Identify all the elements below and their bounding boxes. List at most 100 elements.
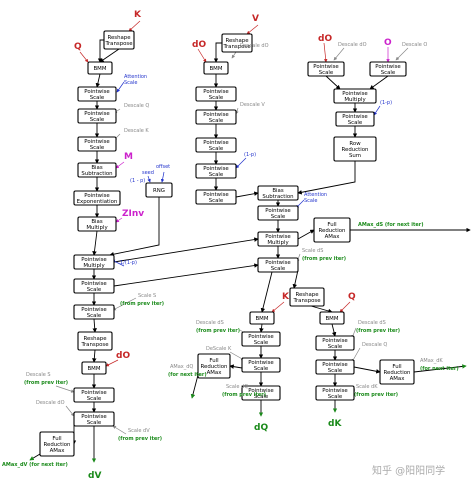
- node-label: Pointwise: [342, 91, 368, 97]
- node-box: [73, 254, 115, 270]
- annotation-descale-do: Descale dO: [36, 400, 65, 406]
- node-box: [81, 361, 107, 375]
- annotation-for-next-iter-1: (for next iter): [168, 372, 207, 378]
- node-label: Exponentiation: [77, 199, 118, 205]
- node-box: [307, 61, 345, 77]
- node-box: [77, 331, 113, 351]
- annotation-attention-scale-2: Attention: [304, 192, 327, 198]
- node-box: [257, 231, 299, 247]
- node-label: BMM: [87, 366, 100, 372]
- node-box: [195, 137, 237, 153]
- arrow-scale-s: [112, 297, 137, 311]
- node-label: Reduction: [319, 228, 346, 234]
- annotation-from-prev-iter-4: (from prev iter): [302, 256, 346, 262]
- node-label: Pointwise: [265, 260, 291, 266]
- edge-c1-reshape2-to-c1-bmm2: [92, 349, 97, 363]
- node-box: [73, 304, 115, 320]
- input-k-lower: K: [282, 292, 290, 302]
- node-box: [257, 205, 299, 221]
- input-zinv: ZInv: [122, 209, 144, 219]
- node-box: [197, 353, 231, 379]
- node-label: Scale: [254, 340, 269, 346]
- node-label: Pointwise: [248, 388, 274, 394]
- node-label: BMM: [93, 66, 106, 72]
- annotation-descale-ds-2: Descale dS: [358, 320, 386, 326]
- node-box: [335, 111, 375, 127]
- node-label: Scale: [209, 198, 224, 204]
- arrow-input-v-top: [246, 24, 259, 35]
- node-label: Transpose: [292, 298, 321, 304]
- node-box: [73, 411, 115, 427]
- node-box: [103, 30, 135, 50]
- annotation-scale-dv: Scale dV: [128, 428, 150, 434]
- annotation-amax-dq: AMax_dQ: [170, 364, 193, 370]
- node-c2-bmm: BMM: [203, 61, 229, 75]
- edge-mul2-to-amax: [297, 229, 315, 240]
- node-label: Scale: [90, 95, 105, 101]
- edge-amax-dk-out: [413, 364, 467, 373]
- arrow-attention-scale: [116, 81, 125, 93]
- node-label: Pointwise: [81, 307, 107, 313]
- annotation-descale-ds: Descale dS: [196, 320, 224, 326]
- node-box: [241, 385, 281, 401]
- node-box: [333, 136, 377, 162]
- node-label: Pointwise: [84, 89, 110, 95]
- node-label: Scale: [209, 146, 224, 152]
- node-box: [315, 359, 355, 375]
- node-box: [315, 335, 355, 351]
- node-label: Pointwise: [81, 257, 107, 263]
- node-box: [369, 61, 407, 77]
- node-label: AMax: [207, 370, 223, 376]
- node-label: Scale: [328, 344, 343, 350]
- nodes: ReshapeTransposeBMMPointwiseScalePointwi…: [39, 30, 415, 457]
- annotation-descale-do-3: Descale dO: [338, 42, 367, 48]
- node-label: Pointwise: [203, 166, 229, 172]
- annotation-seed: seed: [142, 170, 154, 176]
- node-box: [77, 162, 117, 178]
- annotation-one-minus-p: (1 - p): [130, 178, 145, 184]
- edge-c1-reshape1-to-c1-bmm1: [99, 48, 120, 63]
- node-label: Pointwise: [322, 338, 348, 344]
- node-label: Scale: [90, 117, 105, 123]
- edge-rowsum-to-bias-sub: [297, 161, 356, 195]
- edge-scale-a-to-mul: [325, 75, 341, 90]
- edge-amax-dv-out: [29, 453, 41, 461]
- annotation-from-prev-iter-8: (from prev iter): [354, 392, 398, 398]
- annotation-from-prev-iter-1: (from prev iter): [120, 301, 164, 307]
- annotation-descale-q: Descale Q: [124, 103, 149, 109]
- node-label: Scale: [87, 420, 102, 426]
- node-label: Pointwise: [322, 362, 348, 368]
- node-box: [77, 216, 117, 232]
- input-k-top: K: [134, 10, 142, 20]
- node-label: Pointwise: [313, 64, 339, 70]
- arrow-input-k-lower: [271, 301, 285, 313]
- annotation-from-prev-iter-2: (from prev iter): [24, 380, 68, 386]
- node-label: BMM: [325, 316, 338, 322]
- node-label: Scale: [87, 287, 102, 293]
- annotation-amax-ds: AMax_dS (for next iter): [358, 222, 424, 228]
- node-label: RNG: [153, 188, 165, 194]
- node-box: [241, 357, 281, 373]
- annotation-scale-dk: Scale dK: [356, 384, 378, 390]
- node-box: [379, 359, 415, 385]
- node-label: Scale: [90, 145, 105, 151]
- annotation-descale-v: Descale V: [240, 102, 265, 108]
- node-box: [77, 108, 117, 124]
- annotation-scale-ds: Scale dS: [302, 248, 323, 254]
- node-label: Pointwise: [375, 64, 401, 70]
- node-box: [333, 88, 377, 104]
